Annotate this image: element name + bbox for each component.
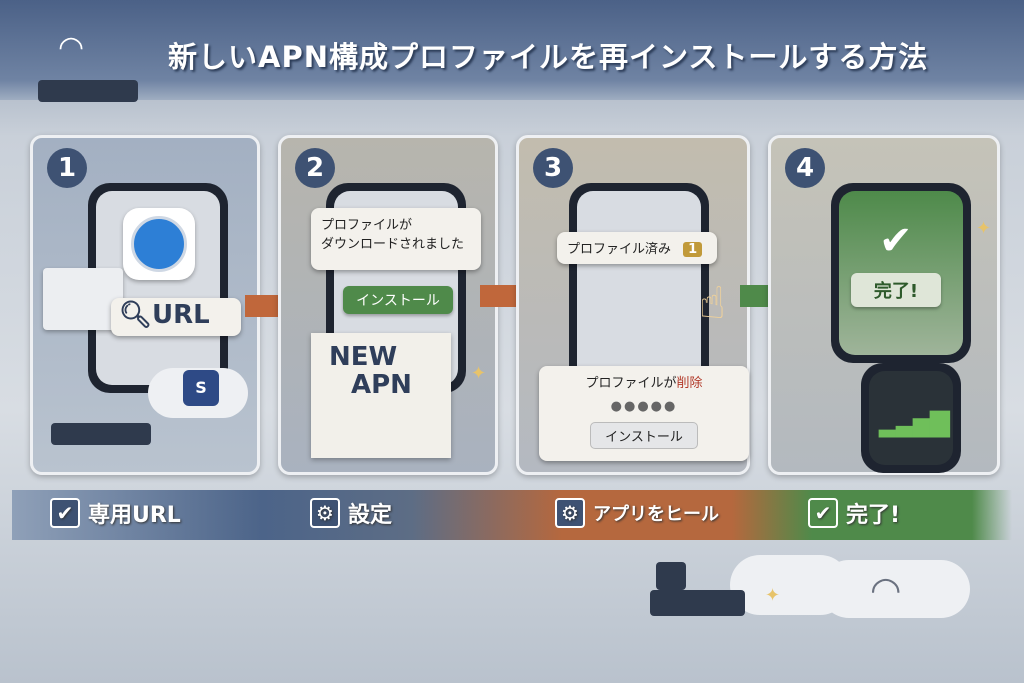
safari-icon	[123, 208, 195, 280]
checkbox-device-icon	[656, 562, 686, 590]
download-notice: プロファイルが ダウンロードされました	[311, 208, 481, 270]
check-icon: ✔	[50, 498, 80, 528]
flow-label: 専用URL	[88, 503, 181, 528]
check-icon: ✔	[808, 498, 838, 528]
notice-line: プロファイルが	[321, 218, 413, 233]
notice-text: プロファイル済み	[567, 242, 672, 257]
router-icon	[38, 80, 138, 102]
gear-icon: ⚙	[555, 498, 585, 528]
flow-step-3: ⚙ アプリをヒール	[555, 496, 719, 530]
phone-signal	[861, 363, 961, 473]
step-number: 1	[47, 148, 87, 188]
phone	[569, 183, 709, 393]
install-button[interactable]: インストール	[590, 422, 698, 449]
flow-label: アプリをヒール	[593, 504, 719, 525]
flow-band	[12, 490, 1012, 540]
url-label: URL	[152, 300, 210, 330]
profile-notice: プロファイル済み 1	[557, 232, 717, 264]
sparkle-icon: ✦	[976, 218, 992, 239]
sparkle-icon: ✦	[471, 363, 487, 384]
wifi-icon: ◠	[870, 570, 902, 611]
flow-step-2: ⚙ 設定	[310, 496, 392, 530]
router-icon	[51, 423, 151, 445]
new-apn-document: NEW APN	[311, 333, 451, 458]
gear-icon: ⚙	[310, 498, 340, 528]
flow-label: 設定	[348, 503, 393, 528]
step-2-panel: 2 プロファイルが ダウンロードされました インストール NEW APN ✦	[278, 135, 498, 475]
step-number: 4	[785, 148, 825, 188]
flow-step-1: ✔ 専用URL	[50, 496, 181, 530]
step-3-panel: 3 プロファイル済み 1 プロファイルが削除 ●●●●● インストール ☝	[516, 135, 750, 475]
count-badge: 1	[683, 242, 703, 257]
page-title: 新しいAPN構成プロファイルを再インストールする方法	[168, 40, 929, 74]
step-number: 2	[295, 148, 335, 188]
cloud-icon	[820, 560, 970, 618]
mail-icon	[43, 268, 123, 330]
doc-title: APN	[351, 370, 412, 400]
step-4-panel: 4 ✔ 完了! ▂▃▅▇ ✦	[768, 135, 1000, 475]
done-button[interactable]: 完了!	[851, 273, 941, 307]
flow-step-4: ✔ 完了!	[808, 496, 900, 530]
step-1-panel: 1 🔍︎URL S	[30, 135, 260, 475]
sparkle-icon: ✦	[765, 585, 781, 606]
router-icon	[650, 590, 745, 616]
removed-dialog: プロファイルが削除 ●●●●● インストール	[539, 366, 749, 461]
install-button[interactable]: インストール	[343, 286, 453, 314]
doc-title: NEW	[329, 342, 398, 372]
header-banner	[0, 0, 1024, 100]
notice-line: ダウンロードされました	[321, 237, 465, 252]
signal-bars-icon: ▂▃▅▇	[879, 408, 950, 438]
pointing-hand-icon: ☝	[699, 278, 726, 329]
arrow-1	[245, 295, 285, 317]
check-icon: ✔	[879, 218, 913, 264]
url-search[interactable]: 🔍︎URL	[111, 298, 241, 336]
cloud-badge: S	[183, 370, 219, 406]
removed-text: プロファイルが削除	[585, 376, 703, 391]
wifi-icon: ◠	[58, 30, 85, 65]
step-number: 3	[533, 148, 573, 188]
page-dots: ●●●●●	[610, 399, 678, 414]
flow-label: 完了!	[846, 503, 901, 528]
